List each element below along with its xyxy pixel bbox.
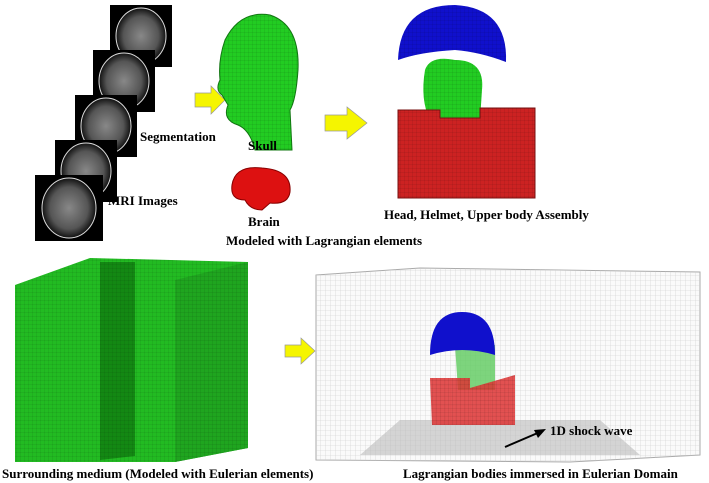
surrounding-medium-label: Surrounding medium (Modeled with Euleria… (2, 466, 314, 481)
arrow-segmentation-icon (194, 85, 226, 115)
mri-image-stack (35, 5, 172, 241)
lagrangian-caption: Modeled with Lagrangian elements (226, 233, 423, 248)
skull-mesh (217, 13, 299, 151)
brain-mesh (231, 167, 291, 211)
arrow-assembly-icon (324, 106, 368, 140)
segmentation-label: Segmentation (140, 129, 216, 144)
assembly-label: Head, Helmet, Upper body Assembly (384, 207, 589, 222)
assembly-mesh (397, 5, 536, 199)
shock-wave-label: 1D shock wave (550, 423, 633, 438)
shock-wave-arrow-icon (504, 429, 546, 448)
mri-images-label: MRI Images (108, 193, 178, 208)
brain-label: Brain (248, 214, 280, 229)
eulerian-domain-mesh (315, 267, 701, 463)
immersed-label: Lagrangian bodies immersed in Eulerian D… (403, 466, 678, 481)
skull-label: Skull (248, 138, 277, 153)
eulerian-medium-mesh (15, 258, 248, 462)
arrow-immersion-icon (284, 337, 316, 365)
